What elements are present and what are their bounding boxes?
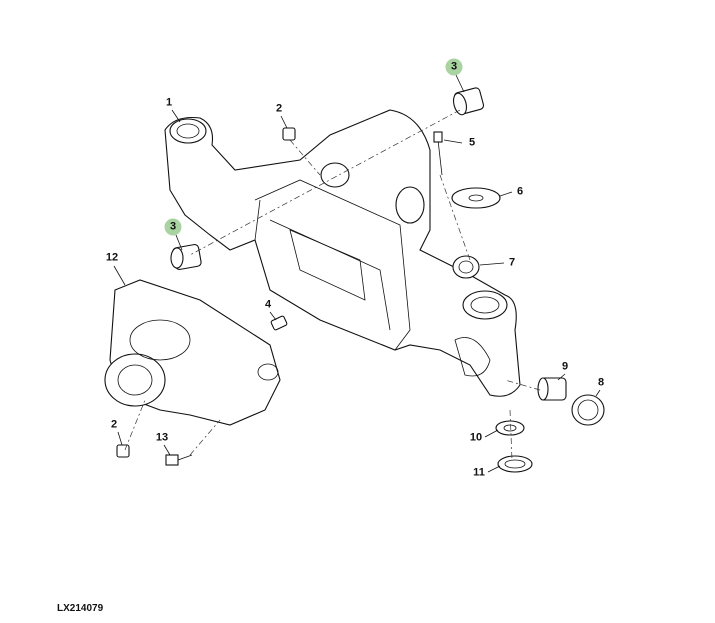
- callout-3-top-highlighted[interactable]: 3: [445, 58, 463, 76]
- callout-2-top[interactable]: 2: [275, 102, 283, 115]
- bearing-part-10: [495, 420, 525, 436]
- bushing-part-9: [537, 377, 567, 401]
- center-lines: [124, 109, 541, 461]
- leader-lines: [113, 74, 601, 473]
- callout-1[interactable]: 1: [165, 96, 173, 109]
- callout-3-left-highlighted[interactable]: 3: [164, 218, 182, 236]
- callout-8[interactable]: 8: [597, 376, 605, 389]
- washer-part-11: [497, 455, 533, 473]
- axle-housing-part-1: [164, 109, 521, 397]
- seal-part-7: [452, 255, 480, 279]
- bolt-part-13: [165, 454, 193, 466]
- callout-11[interactable]: 11: [473, 466, 485, 479]
- callout-13[interactable]: 13: [155, 431, 169, 444]
- bushing-part-3-left: [170, 243, 202, 271]
- callout-12[interactable]: 12: [105, 251, 119, 264]
- callout-4[interactable]: 4: [264, 298, 272, 311]
- callout-2-bottom[interactable]: 2: [110, 418, 118, 431]
- plug-part-2-top: [282, 127, 296, 141]
- bushing-part-3-top: [452, 87, 485, 116]
- callout-5[interactable]: 5: [468, 136, 476, 149]
- callout-6[interactable]: 6: [516, 185, 524, 198]
- cover-part-12: [104, 279, 281, 426]
- seal-part-8: [571, 394, 605, 426]
- breather-part-5: [433, 131, 443, 176]
- plug-part-2-bottom: [116, 444, 130, 458]
- washer-part-6: [451, 187, 501, 209]
- callout-7[interactable]: 7: [508, 256, 516, 269]
- callout-10[interactable]: 10: [469, 431, 483, 444]
- callout-9[interactable]: 9: [561, 360, 569, 373]
- pin-part-4: [270, 315, 288, 331]
- figure-id-label: LX214079: [57, 603, 104, 614]
